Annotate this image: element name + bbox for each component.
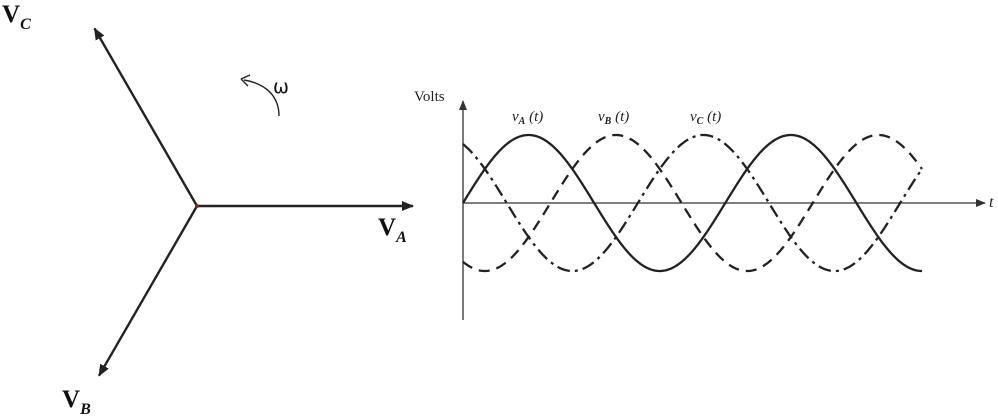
phasor-label-c: VC bbox=[2, 1, 31, 33]
rotation-arrow-icon bbox=[243, 79, 280, 117]
phasor-origin bbox=[195, 204, 199, 208]
series-label-vc: vC (t) bbox=[690, 109, 721, 127]
waveform-plot: Volts t vA (t) vB (t) vC (t) bbox=[414, 89, 994, 320]
y-axis-label: Volts bbox=[414, 89, 445, 105]
series-label-vb: vB (t) bbox=[598, 109, 629, 127]
x-axis-label: t bbox=[989, 194, 994, 211]
rotation-arrowhead bbox=[240, 74, 251, 87]
phasor-label-a: VA bbox=[378, 214, 407, 246]
omega-label: ω bbox=[273, 76, 289, 98]
waveform-va bbox=[462, 133, 923, 273]
phasor-arrow-c bbox=[93, 27, 199, 207]
waveform-vc bbox=[462, 133, 923, 273]
phasor-label-b: VB bbox=[62, 386, 91, 416]
phasor-arrow-b bbox=[97, 205, 199, 377]
series-label-va: vA (t) bbox=[512, 109, 543, 127]
phasor-diagram: VA VB VC ω bbox=[2, 1, 414, 416]
